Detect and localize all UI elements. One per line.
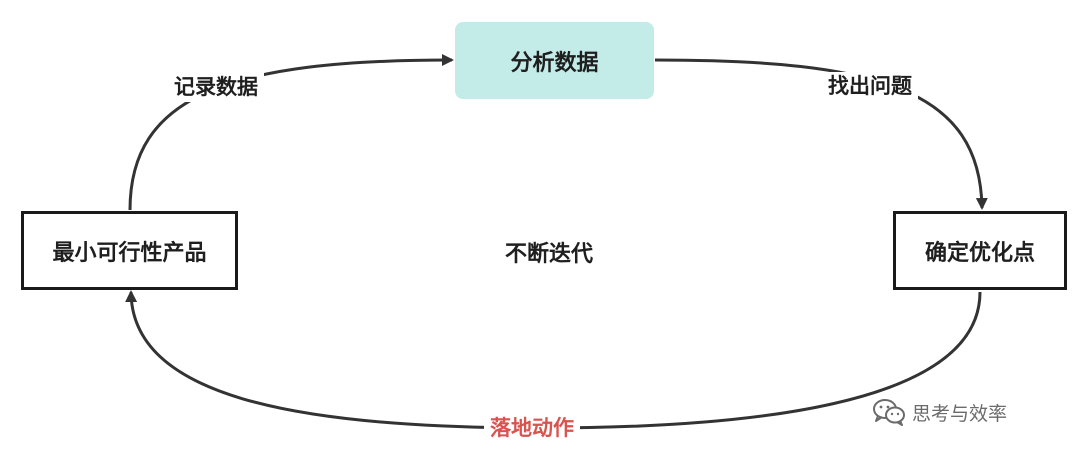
watermark-text: 思考与效率 (912, 402, 1008, 425)
edge-label-take-action: 落地动作 (484, 414, 580, 444)
edge-label-find-problem: 找出问题 (822, 72, 918, 102)
watermark: 思考与效率 (872, 398, 1007, 426)
center-iterate-text: 不断迭代 (505, 242, 594, 267)
edge-label-record-data: 记录数据 (168, 73, 264, 103)
node-optimize-point-label: 确定优化点 (924, 240, 1035, 266)
node-mvp-label: 最小可行性产品 (52, 240, 207, 266)
node-analyze-data-label: 分析数据 (510, 50, 599, 76)
node-analyze-data: 分析数据 (455, 22, 654, 99)
edge-take-action (125, 290, 982, 430)
edge-find-problem (654, 58, 988, 210)
node-mvp: 最小可行性产品 (21, 211, 238, 290)
wechat-icon (873, 399, 905, 426)
node-optimize-point: 确定优化点 (893, 211, 1067, 290)
